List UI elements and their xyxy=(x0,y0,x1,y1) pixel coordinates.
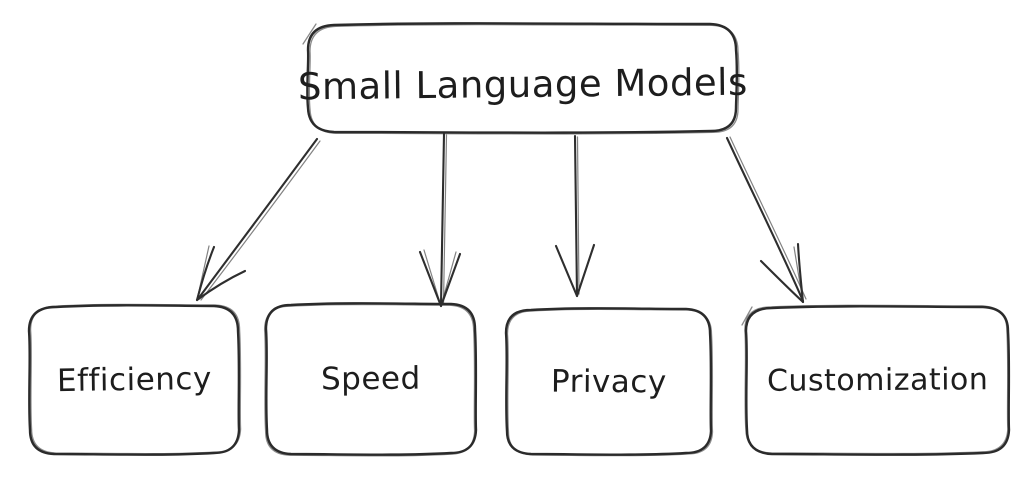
arrow-root-to-speed xyxy=(418,132,462,308)
arrow-root-to-efficiency xyxy=(195,137,321,302)
arrow-root-to-privacy xyxy=(554,134,596,298)
efficiency-box-shape xyxy=(27,303,242,456)
customization-box-shape xyxy=(741,304,1011,456)
privacy-box-shape xyxy=(504,307,714,457)
root-box-shape xyxy=(302,22,740,135)
arrow-root-to-customization xyxy=(725,136,807,304)
speed-box-shape xyxy=(263,302,478,457)
